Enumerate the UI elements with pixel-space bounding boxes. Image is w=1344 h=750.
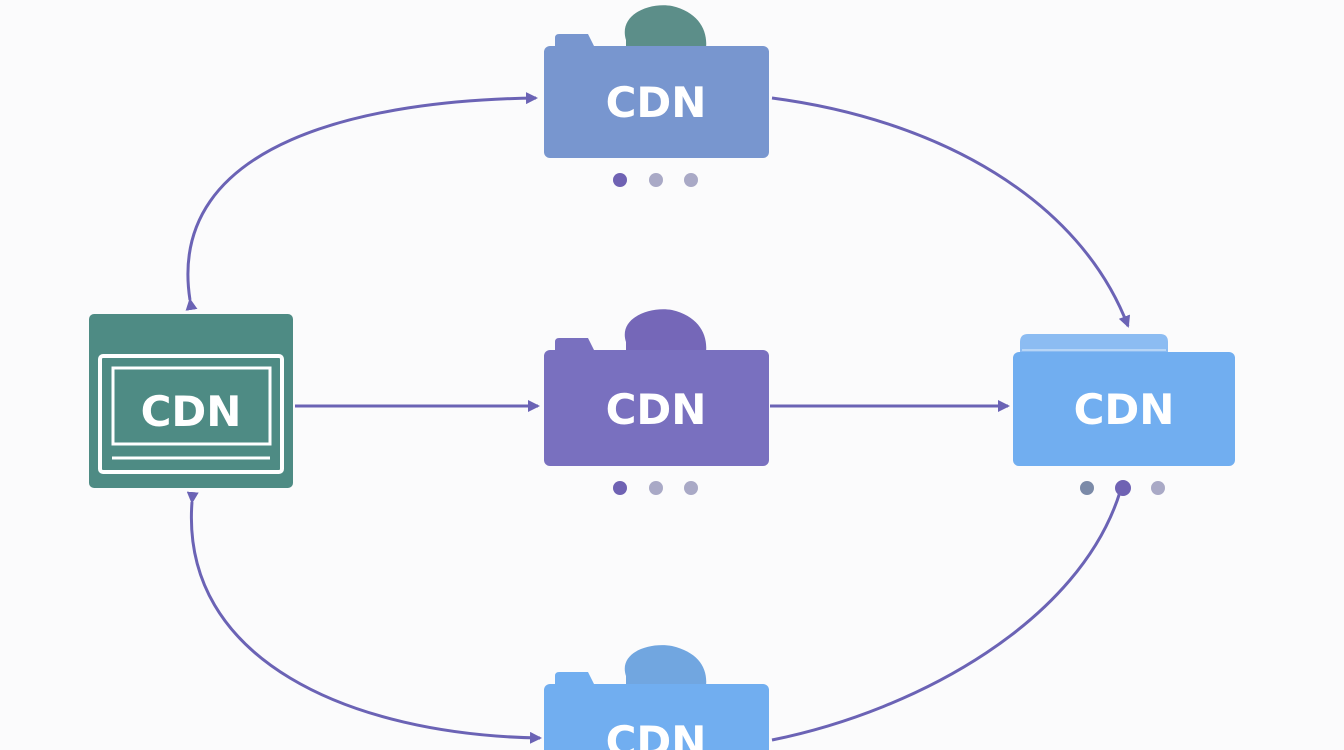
dot <box>684 173 698 187</box>
dot <box>684 481 698 495</box>
server-window-inner <box>111 366 272 446</box>
bottom-folder-node[interactable]: CDN <box>544 645 769 750</box>
leaf-icon <box>624 645 707 686</box>
arrow-top-right <box>771 96 1131 328</box>
origin-server-label: CDN <box>141 387 242 436</box>
pagination-dots <box>613 481 698 495</box>
dot-active <box>613 173 627 187</box>
dot <box>1151 481 1165 495</box>
dot <box>1080 481 1094 495</box>
dot <box>649 173 663 187</box>
dot <box>649 481 663 495</box>
right-folder-node[interactable]: CDN <box>1013 334 1235 496</box>
folder-icon <box>1013 352 1235 466</box>
arrow-bottom-origin <box>186 491 542 744</box>
dot-active <box>613 481 627 495</box>
leaf-icon <box>624 309 707 352</box>
pagination-dots <box>1080 480 1165 496</box>
folder-icon <box>544 350 769 466</box>
top-folder-label: CDN <box>606 78 707 127</box>
origin-server-node[interactable]: CDN <box>89 314 293 488</box>
right-folder-label: CDN <box>1074 385 1175 434</box>
connector-arrows <box>185 92 1131 744</box>
pagination-dots <box>613 173 698 187</box>
server-window-frame <box>98 354 284 474</box>
dot-active <box>1115 480 1131 496</box>
folder-icon <box>544 684 769 750</box>
top-folder-node[interactable]: CDN <box>544 5 769 187</box>
bottom-folder-label: CDN <box>606 717 707 750</box>
middle-folder-node[interactable]: CDN <box>544 309 769 495</box>
folder-tab <box>555 672 594 684</box>
middle-folder-label: CDN <box>606 385 707 434</box>
arrow-right-bottom <box>771 491 1122 742</box>
leaf-icon <box>624 5 707 48</box>
folder-icon <box>544 46 769 158</box>
folder-tab <box>555 338 594 350</box>
arrow-origin-top <box>185 92 538 311</box>
folder-tab <box>555 34 594 46</box>
